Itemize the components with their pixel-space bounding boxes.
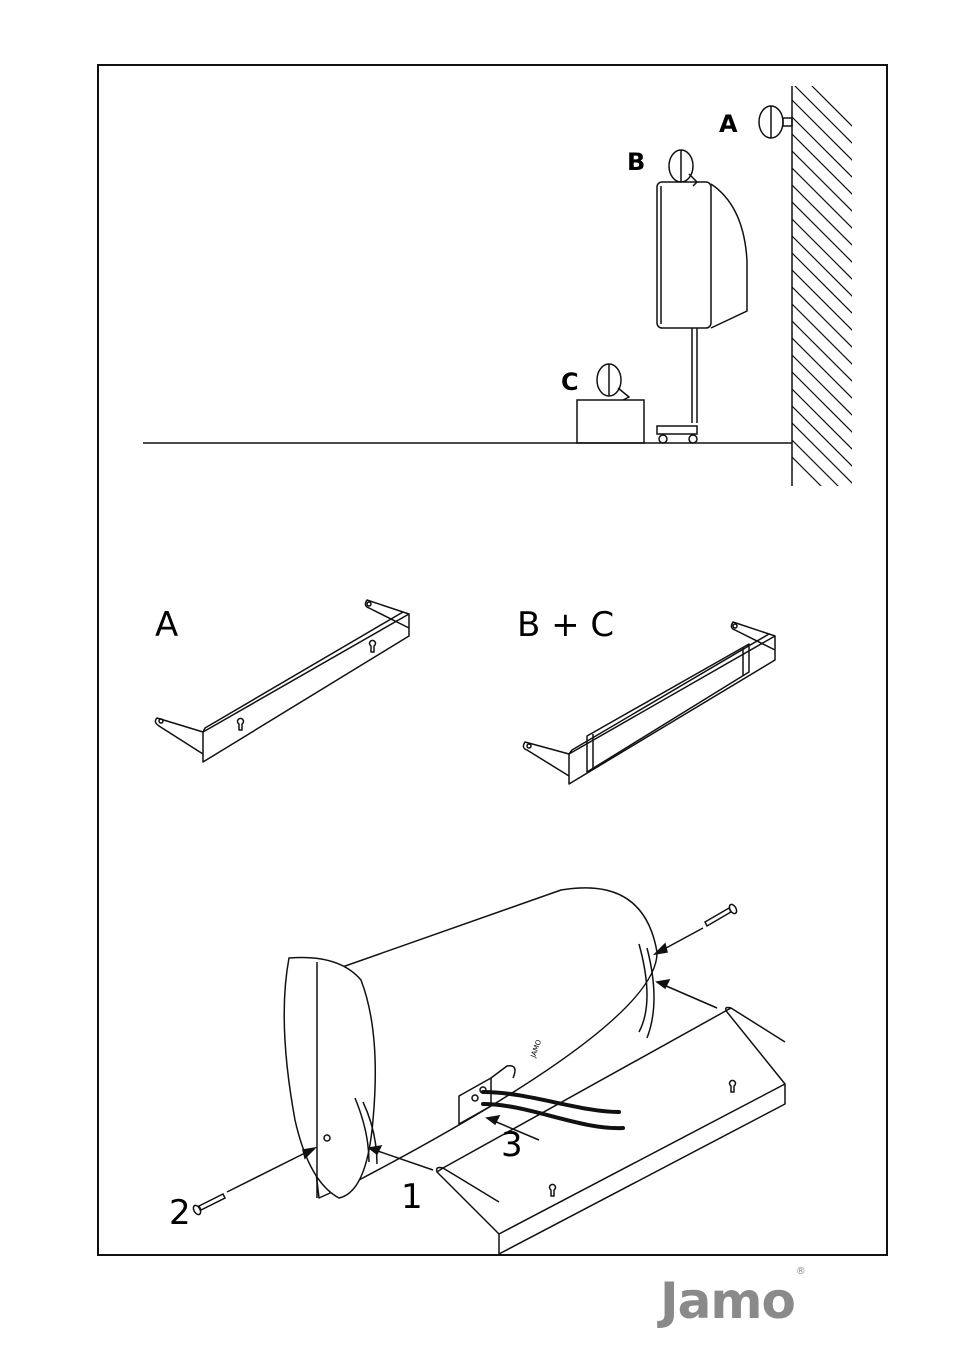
placement-illustration <box>99 66 890 500</box>
label-c: C <box>561 370 579 394</box>
brackets-panel: A B + C <box>97 496 888 874</box>
speaker-b-tv <box>669 150 697 186</box>
step-1-label: 1 <box>401 1180 423 1214</box>
wall-hatching <box>792 66 859 500</box>
brackets-illustration <box>99 496 890 874</box>
assembly-illustration: JAMO <box>99 872 890 1256</box>
bracket-a <box>155 600 409 762</box>
speaker-a-wall <box>759 106 792 138</box>
registered-mark: ® <box>796 1266 805 1277</box>
label-bracket-bc: B + C <box>517 608 614 642</box>
jamo-logo: Jamo® <box>660 1276 805 1326</box>
label-b: B <box>627 150 645 174</box>
speaker-cylinder <box>284 888 657 1198</box>
screw-top <box>705 903 738 926</box>
bracket-bc <box>523 622 775 784</box>
screw-bottom <box>192 1194 225 1216</box>
step-3-label: 3 <box>501 1128 523 1162</box>
label-a: A <box>719 112 738 136</box>
speaker-c-cabinet <box>577 364 644 443</box>
tv-set <box>657 182 747 443</box>
label-bracket-a: A <box>155 608 178 642</box>
assembly-panel: JAMO 1 2 3 <box>97 872 888 1256</box>
step-2-label: 2 <box>169 1196 191 1230</box>
logo-text: Jamo <box>660 1272 795 1330</box>
placement-panel: A B C <box>97 64 888 498</box>
